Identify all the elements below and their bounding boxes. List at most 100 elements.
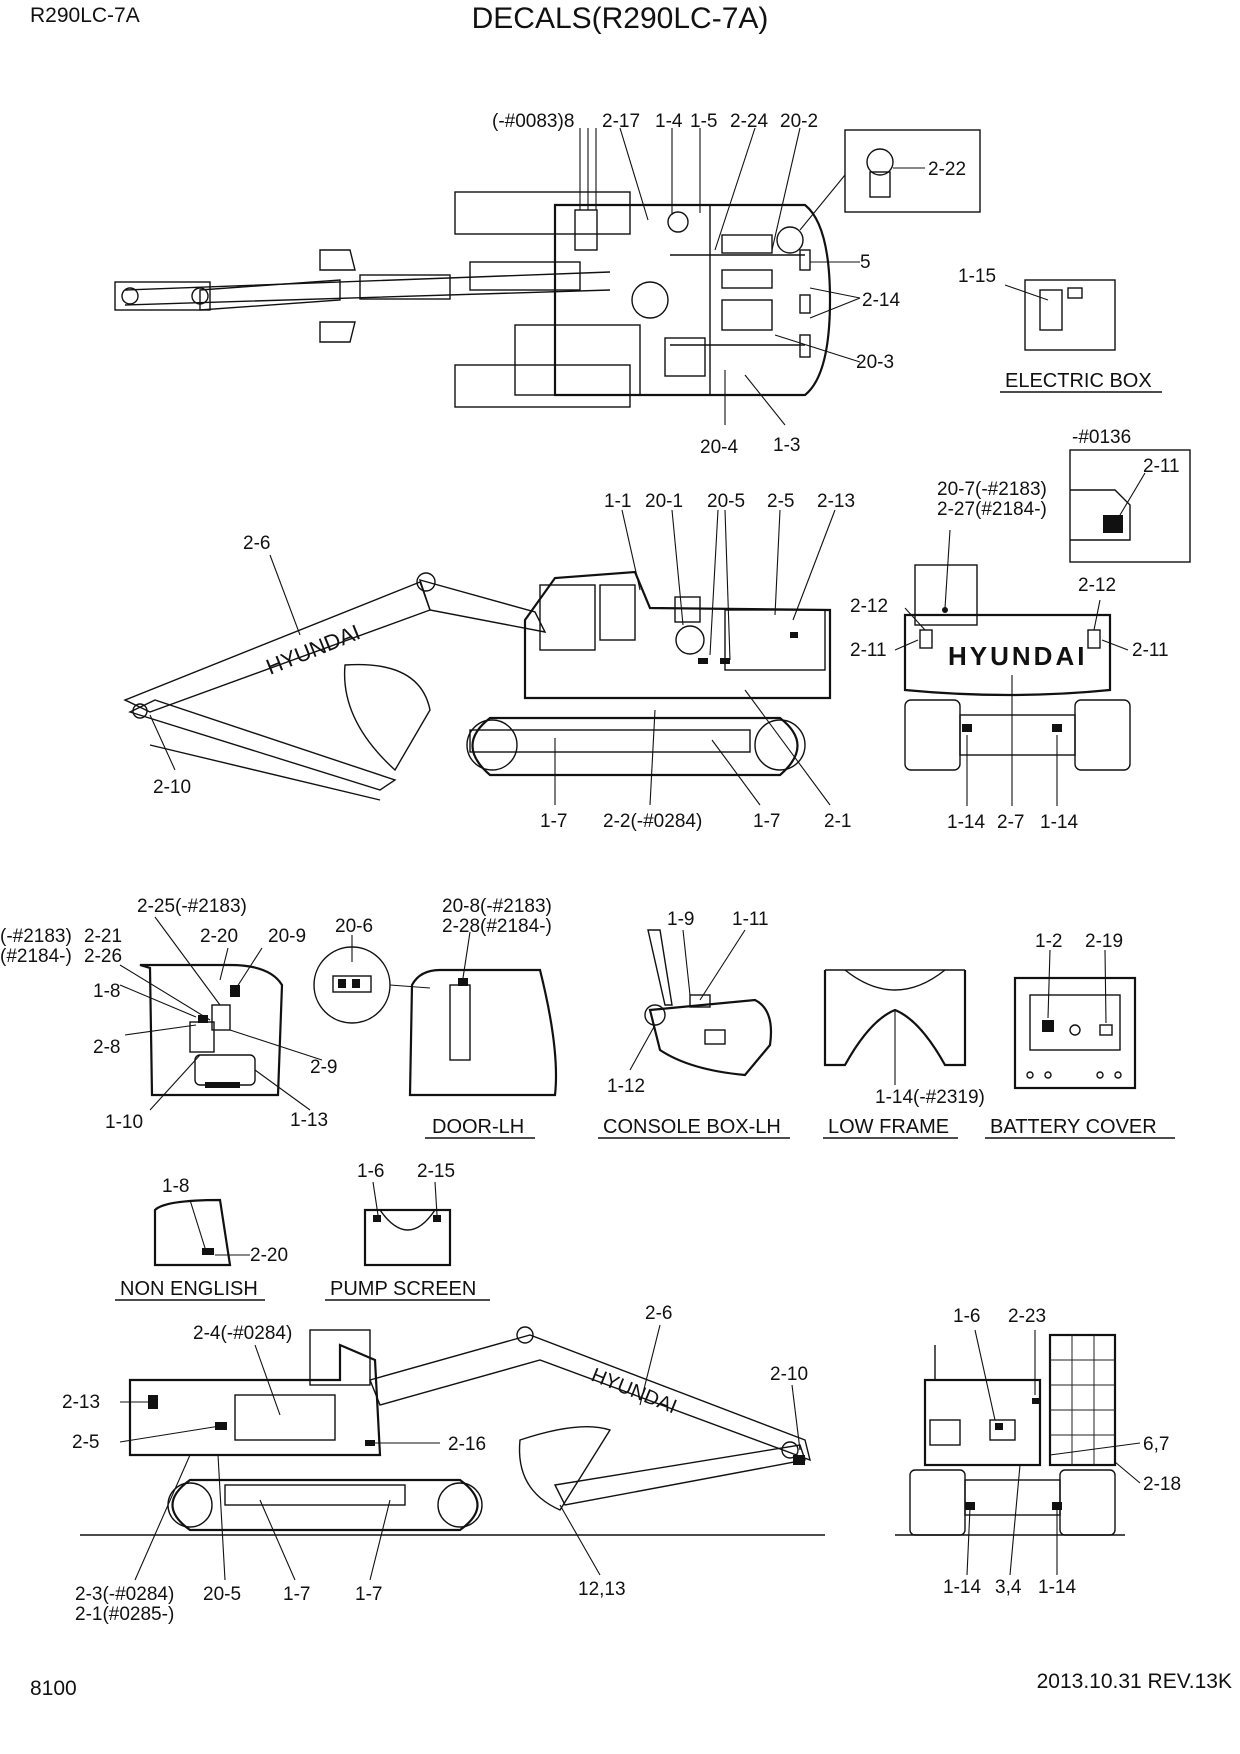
detail-20-6: 20-6	[313, 916, 431, 1024]
label-2-11-a: 2-11	[850, 640, 887, 661]
caption-low-frame: LOW FRAME	[828, 1116, 949, 1138]
date-revision: 2013.10.31 REV.13K	[1037, 1670, 1232, 1693]
label-2-18: 2-18	[1143, 1474, 1181, 1495]
side-view-left: HYUNDAI 1-1 20-1 20-5 2-5 2-13 2-6 2-10 …	[123, 491, 855, 832]
non-english-outline	[153, 1198, 232, 1267]
label-2-11-b: 2-11	[1132, 640, 1169, 661]
page-title: DECALS(R290LC-7A)	[472, 2, 769, 35]
rear-counterweight	[903, 613, 1112, 697]
label-1-14-low: 1-14(-#2319)	[875, 1087, 985, 1108]
label-2-4: 2-4(-#0284)	[193, 1323, 292, 1344]
label-2-15: 2-15	[417, 1161, 455, 1182]
right-track	[171, 1478, 479, 1532]
label-8: (-#0083)8	[492, 111, 574, 132]
label-2-28: 2-28(#2184-)	[442, 916, 552, 937]
label-1-1: 1-1	[604, 491, 631, 512]
left-upper-body	[523, 570, 832, 700]
label-2-19: 2-19	[1085, 931, 1123, 952]
label-2-26: 2-26	[84, 946, 122, 967]
top-view: (-#0083)8 2-17 1-4 1-5 2-24 20-2 5 2-14 …	[114, 111, 981, 458]
label-3-4: 3,4	[995, 1577, 1022, 1598]
label-1-5: 1-5	[690, 111, 717, 132]
label-2-2: 2-2(-#0284)	[603, 811, 702, 832]
label-2-1-right: 2-1(#0285-)	[75, 1604, 174, 1625]
label-1-10: 1-10	[105, 1112, 143, 1133]
label-1-14-front-b: 1-14	[1038, 1577, 1076, 1598]
inset-2-22-box	[844, 129, 981, 213]
label-serial-2184: (#2184-)	[0, 946, 72, 967]
label-1-7-right-b: 1-7	[355, 1584, 382, 1605]
label-20-5-left: 20-5	[707, 491, 745, 512]
cab-interior: 2-25(-#2183) (-#2183) 2-21 (#2184-) 2-26…	[0, 896, 337, 1133]
label-serial-2183: (-#2183)	[0, 926, 72, 947]
caption-electric-box: ELECTRIC BOX	[1005, 370, 1152, 392]
label-2-12-a: 2-12	[850, 596, 888, 617]
console-body	[648, 998, 773, 1077]
footer: 8100 2013.10.31 REV.13K	[30, 1670, 1232, 1700]
battery-cover: 1-2 2-19 BATTERY COVER	[985, 931, 1175, 1139]
rear-serial-note: -#0136	[1072, 427, 1131, 448]
label-2-13-right: 2-13	[62, 1392, 100, 1413]
label-1-13: 1-13	[290, 1110, 328, 1131]
label-2-20-cab: 2-20	[200, 926, 238, 947]
door-outline	[408, 968, 558, 1097]
front-view: 1-6 2-23 6,7 2-18 1-14 3,4 1-14	[895, 1306, 1181, 1598]
label-1-14-rear-a: 1-14	[947, 812, 985, 833]
label-2-20-non-english: 2-20	[250, 1245, 288, 1266]
label-1-8-non-english: 1-8	[162, 1176, 189, 1197]
caption-battery-cover: BATTERY COVER	[990, 1116, 1157, 1138]
label-2-27: 2-27(#2184-)	[937, 499, 1047, 520]
label-2-16: 2-16	[448, 1434, 486, 1455]
right-boom-brand: HYUNDAI	[588, 1364, 680, 1418]
front-upper-body	[923, 1378, 1042, 1467]
top-track-upper	[454, 191, 631, 235]
caption-door-lh: DOOR-LH	[432, 1116, 524, 1138]
label-1-6-pump: 1-6	[357, 1161, 384, 1182]
top-swing-circle	[631, 281, 669, 319]
label-1-11: 1-11	[732, 909, 769, 930]
battery-cover-outline	[1013, 976, 1137, 1090]
label-1-12: 1-12	[607, 1076, 645, 1097]
label-2-8: 2-8	[93, 1037, 120, 1058]
door-lh: 20-8(-#2183) 2-28(#2184-) DOOR-LH	[408, 896, 558, 1139]
label-2-12-b: 2-12	[1078, 575, 1116, 596]
left-bucket	[343, 663, 431, 772]
label-20-2: 20-2	[780, 111, 818, 132]
rear-brand: HYUNDAI	[948, 641, 1087, 671]
label-1-15: 1-15	[958, 266, 996, 287]
label-1-6-front: 1-6	[953, 1306, 980, 1327]
label-2-6-left: 2-6	[243, 533, 270, 554]
label-2-14: 2-14	[862, 290, 900, 311]
cab-outline	[139, 963, 284, 1097]
label-1-4: 1-4	[655, 111, 683, 132]
left-cab-window	[539, 584, 596, 651]
top-track-lower	[454, 364, 631, 408]
label-1-2: 1-2	[1035, 931, 1062, 952]
label-2-25: 2-25(-#2183)	[137, 896, 247, 917]
top-upper-body	[553, 203, 832, 397]
label-12-13: 12,13	[578, 1579, 626, 1600]
label-1-9: 1-9	[667, 909, 694, 930]
label-20-1: 20-1	[645, 491, 683, 512]
label-1-7-left-b: 1-7	[753, 811, 780, 832]
right-bucket	[518, 1426, 612, 1511]
label-1-3: 1-3	[773, 435, 800, 456]
model-code: R290LC-7A	[30, 4, 140, 27]
label-2-24: 2-24	[730, 111, 768, 132]
label-2-1-left: 2-1	[824, 811, 851, 832]
label-2-23: 2-23	[1008, 1306, 1046, 1327]
top-cab-roof	[514, 324, 641, 396]
page-number: 8100	[30, 1677, 77, 1700]
label-20-4: 20-4	[700, 437, 738, 458]
label-20-3: 20-3	[856, 352, 894, 373]
label-20-8: 20-8(-#2183)	[442, 896, 552, 917]
electric-box: 1-15 ELECTRIC BOX	[958, 266, 1162, 393]
label-5: 5	[860, 252, 871, 273]
console-box-lh: 1-9 1-11 1-12 CONSOLE BOX-LH	[598, 909, 790, 1139]
front-cab	[1048, 1333, 1117, 1467]
label-2-9: 2-9	[310, 1057, 337, 1078]
caption-non-english: NON ENGLISH	[120, 1278, 258, 1300]
caption-console-box: CONSOLE BOX-LH	[603, 1116, 781, 1138]
right-upper-body	[128, 1343, 382, 1457]
